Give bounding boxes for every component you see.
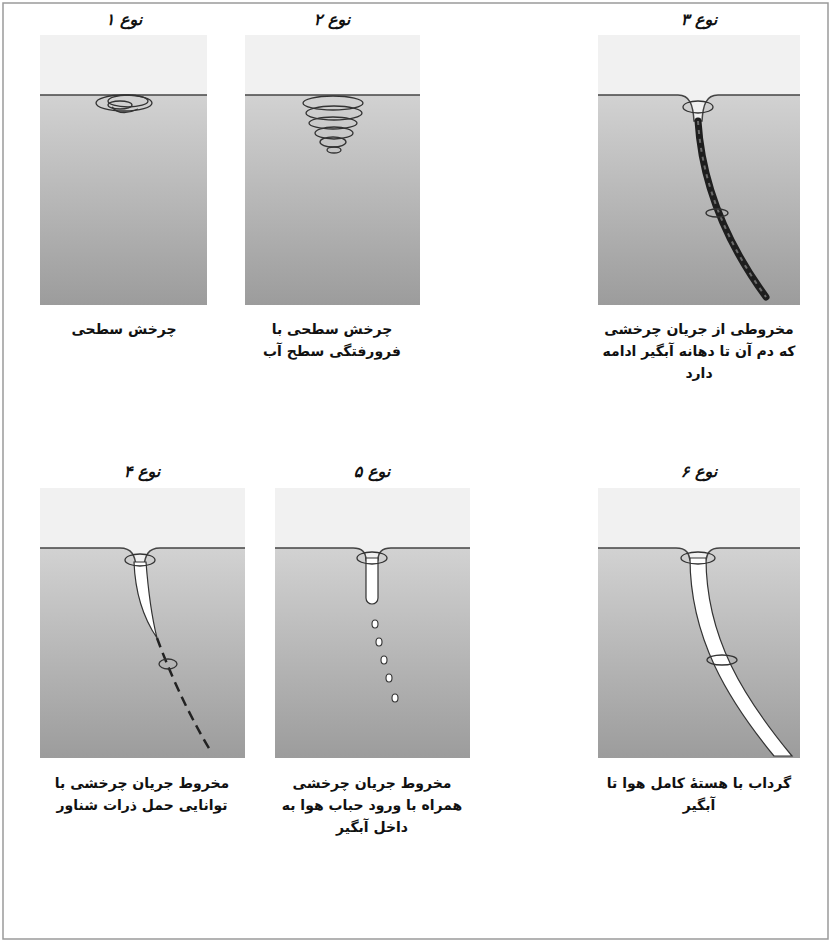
water-body <box>40 95 207 305</box>
type-title: نوع ۳ <box>634 8 764 32</box>
swirl-loop <box>683 101 713 113</box>
panel-type-3 <box>598 35 800 305</box>
swirl-loop <box>707 655 737 665</box>
type-title: نوع ۲ <box>267 8 397 32</box>
type-caption: مخروط جریان چرخشی با توانایی حمل ذرات شن… <box>42 772 242 816</box>
air-core <box>134 562 157 638</box>
water-body <box>245 95 420 305</box>
air-band <box>275 488 470 548</box>
type-title: نوع ۶ <box>634 460 764 484</box>
panel-type-2 <box>245 35 420 305</box>
outer-border <box>3 3 828 939</box>
air-band <box>40 35 207 95</box>
air-core <box>690 558 792 756</box>
air-band <box>40 488 245 548</box>
water-body <box>275 548 470 758</box>
panel-type-6 <box>598 488 800 758</box>
type-caption: مخروطی از جریان چرخشی که دم آن تا دهانه … <box>597 318 802 384</box>
swirl-loop <box>327 147 341 153</box>
floating-particles-path <box>157 638 210 750</box>
swirl-loop <box>108 101 132 109</box>
swirl-loop <box>96 95 152 111</box>
swirl-loop <box>706 209 728 217</box>
type-caption: چرخش سطحی <box>29 318 219 340</box>
air-band <box>245 35 420 95</box>
swirl-loop <box>125 554 155 566</box>
water-body <box>598 548 800 758</box>
swirl-tail <box>112 107 138 113</box>
air-bubbles <box>372 620 398 702</box>
surface-dip <box>598 95 800 121</box>
type-caption: مخروط جریان چرخشی همراه با ورود حباب هوا… <box>272 772 472 838</box>
water-body <box>40 548 245 758</box>
air-bubble <box>392 694 398 702</box>
type-title: نوع ۵ <box>307 460 437 484</box>
panel-type-5 <box>275 488 470 758</box>
air-bubble <box>372 620 378 628</box>
swirl-loop <box>306 106 362 120</box>
conical-swirl <box>303 96 363 153</box>
swirl-loop <box>357 552 387 564</box>
swirl-loop <box>681 552 715 564</box>
air-bubble <box>376 638 382 646</box>
surface-swirl <box>96 95 152 113</box>
vortex-twist <box>698 121 766 297</box>
panel-type-1 <box>40 35 207 305</box>
air-bubble <box>386 674 392 682</box>
type-caption: چرخش سطحی با فرورفتگی سطح آب <box>235 318 430 362</box>
type-title: نوع ۴ <box>77 460 207 484</box>
panel-type-4 <box>40 488 245 758</box>
water-body <box>598 95 800 305</box>
swirl-loop <box>159 659 177 669</box>
air-core <box>366 558 378 604</box>
type-caption: گرداب با هستهٔ کامل هوا تا آبگیر <box>597 772 802 816</box>
swirl-loop <box>320 137 346 147</box>
air-bubble <box>381 656 387 664</box>
vortex-tail <box>698 121 766 297</box>
air-band <box>598 488 800 548</box>
type-title: نوع ۱ <box>59 8 189 32</box>
air-band <box>598 35 800 95</box>
